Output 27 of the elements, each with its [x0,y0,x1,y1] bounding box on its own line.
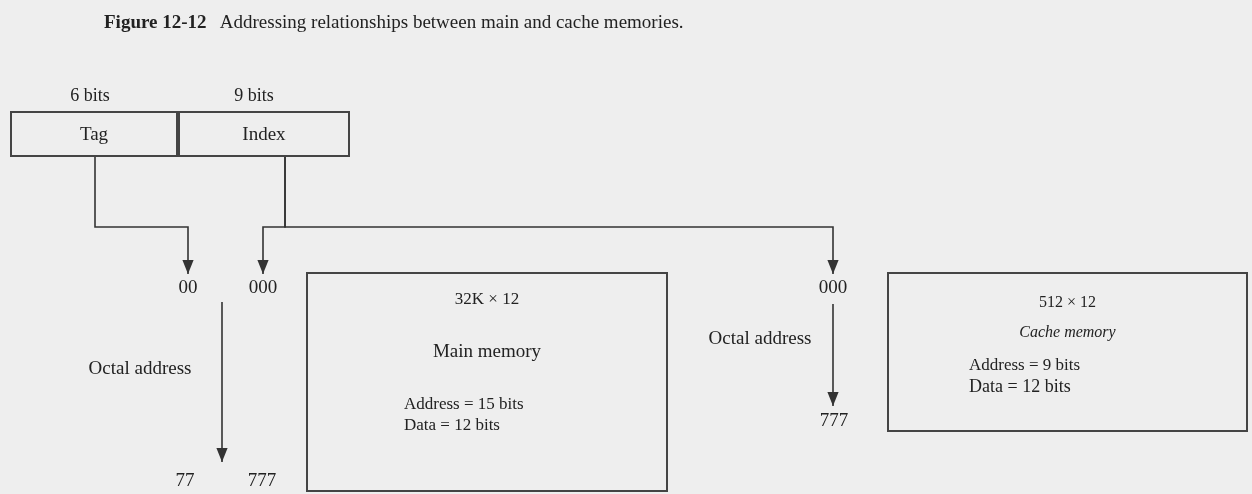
axis-label: Octal address [87,356,193,380]
bit-width-label: 9 bits [233,84,275,107]
size-label: 32K × 12 [454,288,520,310]
field-label: 00 [178,275,198,299]
axis-label: Octal address [707,326,813,350]
address-value: 777 [818,408,850,432]
memory-name: Cache memory [1019,322,1116,342]
field-label: Index [242,122,286,146]
spec-text: Address = 9 bits [969,354,1081,376]
connector-arrow [94,156,194,275]
memory-name: Main memory [432,339,542,363]
spec-text: Data = 12 bits [404,414,500,436]
spec-text: Address = 15 bits [404,393,524,415]
memory-box [887,272,1248,432]
field-label: Tag [79,122,109,146]
address-value: 777 [246,468,278,492]
spec-text: Data = 12 bits [969,375,1071,398]
bit-width-label: 6 bits [69,84,111,107]
connector-arrow [284,156,839,275]
address-value: 77 [174,468,196,492]
memory-box [306,272,668,492]
field-label: 000 [818,275,848,299]
figure-title: Figure 12-12 Addressing relationships between main and cache memories. [104,10,684,34]
address-field-box [10,111,178,157]
size-label: 512 × 12 [1039,292,1096,312]
field-label: 000 [248,275,278,299]
address-field-box [178,111,350,157]
